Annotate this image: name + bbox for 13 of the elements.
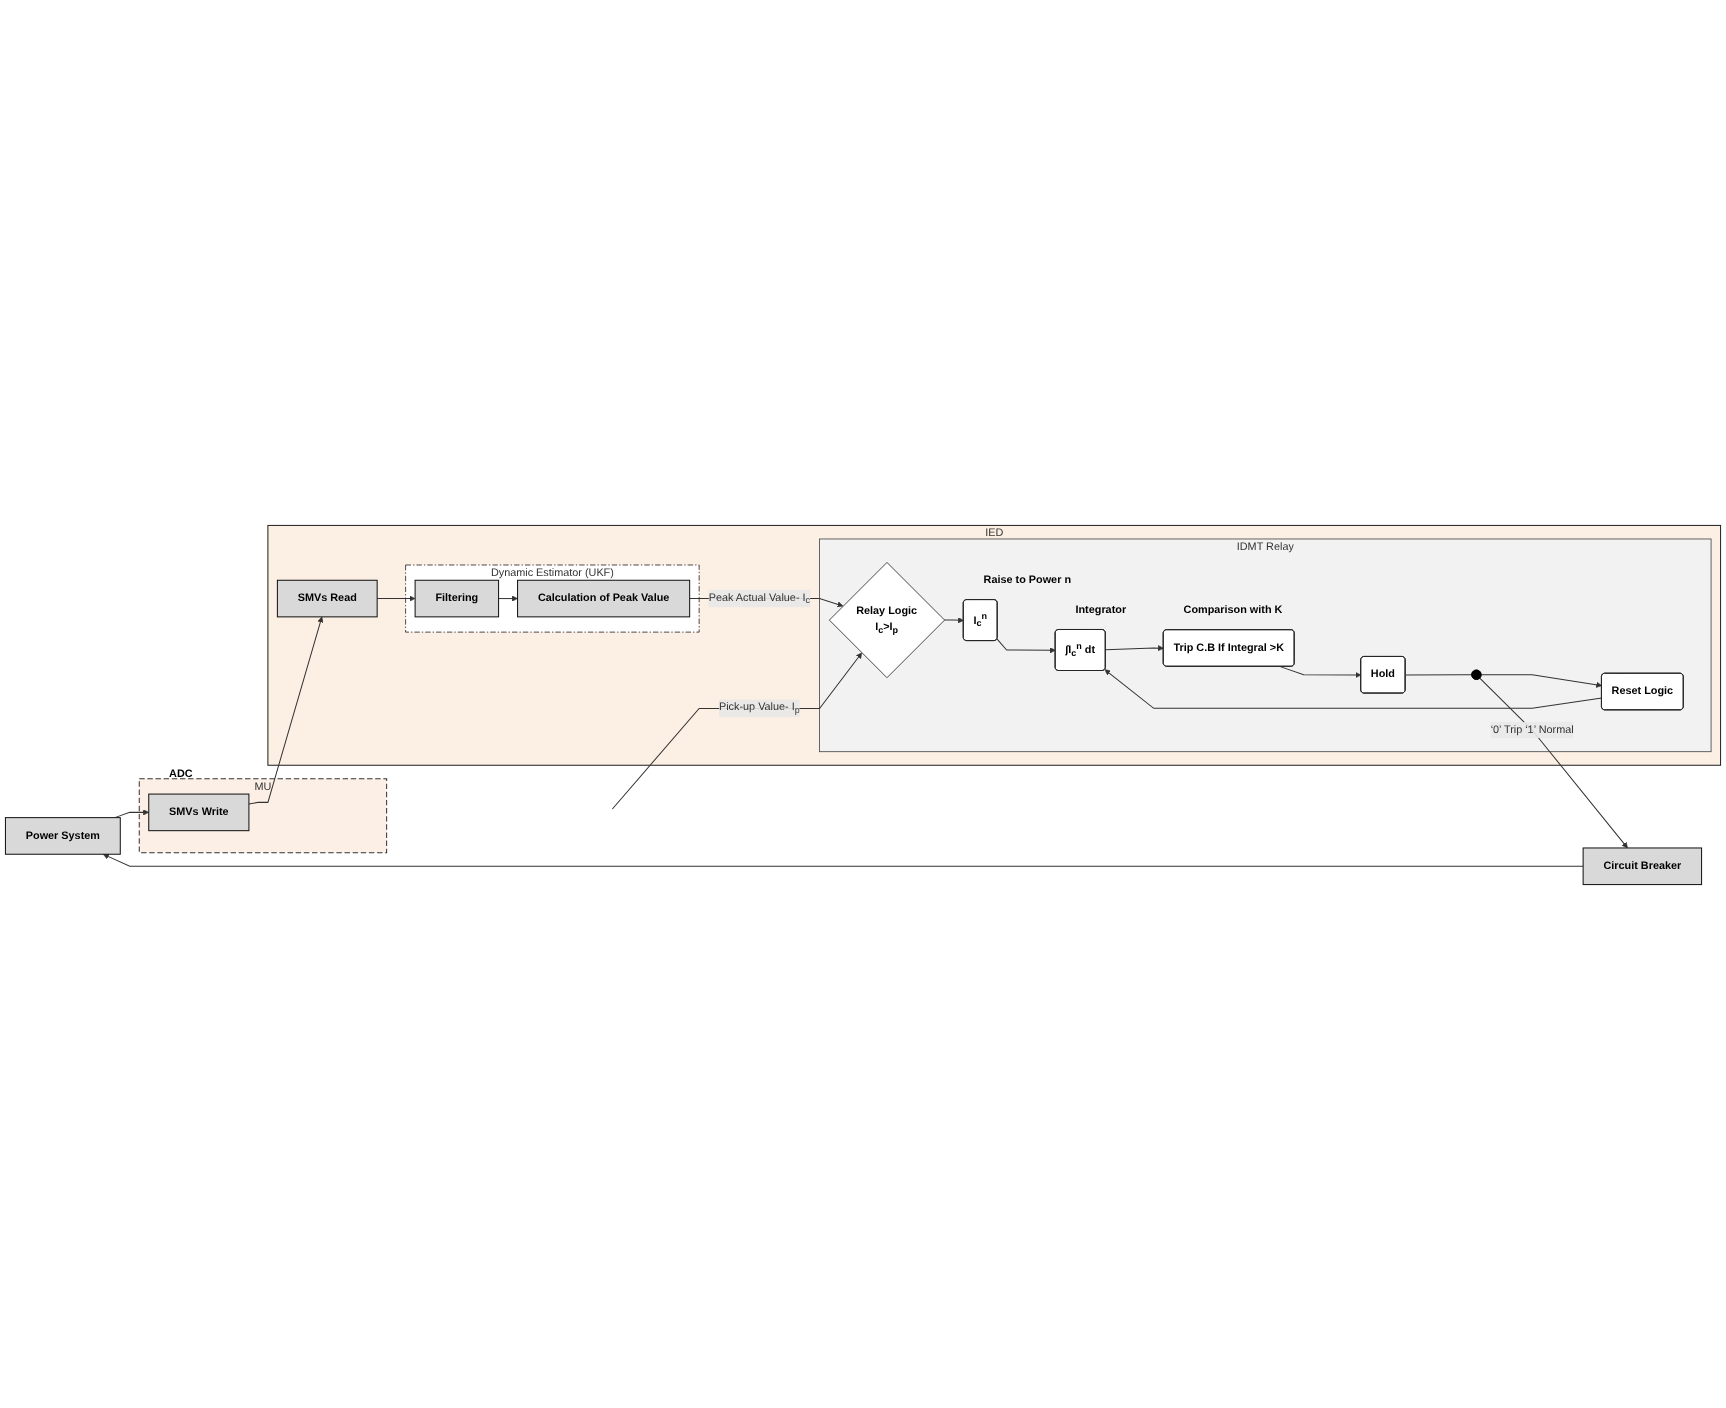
arrow [1105,644,1164,651]
arrow [1104,668,1603,708]
connector [1404,673,1473,675]
arrow [611,651,863,809]
arrow [498,594,518,601]
arrow [996,637,1056,653]
arrow [1480,673,1603,687]
arrow [943,616,964,623]
arrow [248,615,324,804]
arrow [376,594,416,601]
arrow [1479,676,1628,848]
arrow [102,852,1584,866]
arrow [1279,665,1362,678]
